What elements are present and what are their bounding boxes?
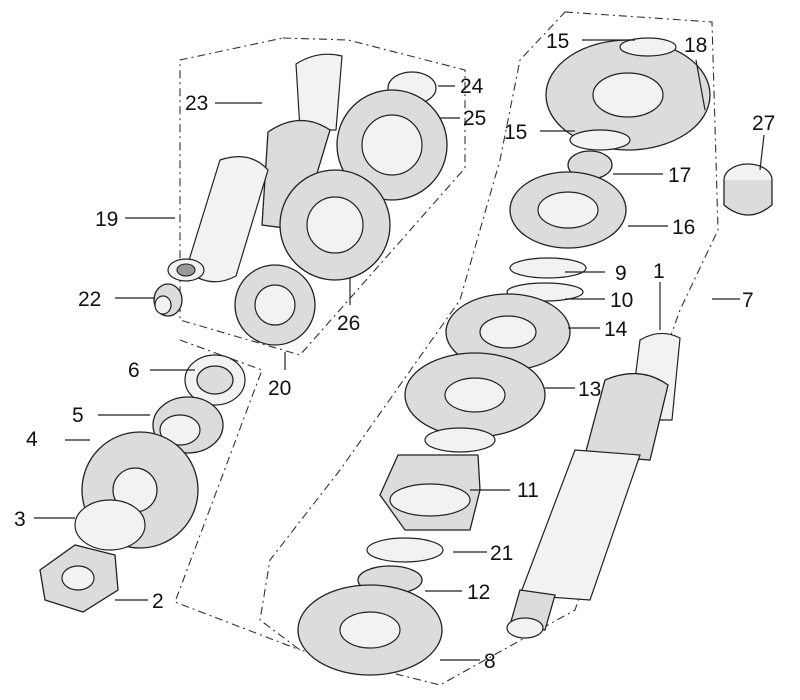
label-part-11: 11 — [517, 479, 539, 502]
washer-6 — [184, 354, 246, 406]
label-part-22: 22 — [78, 288, 101, 311]
label-part-24: 24 — [460, 75, 484, 98]
label-part-15-top: 15 — [546, 30, 569, 53]
label-part-25: 25 — [463, 107, 486, 130]
label-part-26: 26 — [337, 312, 360, 335]
label-part-20: 20 — [268, 377, 291, 400]
needle-bearing-22 — [153, 283, 183, 317]
label-part-15-lower: 15 — [504, 121, 527, 144]
label-part-8: 8 — [484, 650, 496, 673]
mainshaft-1 — [506, 332, 681, 639]
label-part-7: 7 — [742, 289, 754, 312]
washer-lower — [424, 427, 496, 453]
bearing-5 — [152, 396, 224, 454]
gear-18 — [545, 39, 711, 151]
countershaft-23 — [167, 53, 343, 283]
gear-26 — [279, 169, 391, 281]
gear-20 — [234, 264, 316, 346]
gear-16 — [509, 171, 627, 249]
label-part-21: 21 — [490, 542, 513, 565]
label-part-27: 27 — [752, 112, 775, 135]
label-part-9: 9 — [615, 262, 627, 285]
label-part-18: 18 — [684, 34, 707, 57]
label-part-4: 4 — [26, 428, 38, 451]
washer-9 — [509, 257, 587, 279]
gear-25 — [336, 89, 448, 201]
label-part-1: 1 — [653, 260, 665, 283]
gear-13 — [404, 352, 546, 438]
nut-2 — [39, 544, 119, 613]
lock-washer-3 — [74, 499, 146, 551]
label-part-3: 3 — [14, 508, 26, 531]
label-part-5: 5 — [72, 404, 84, 427]
countershaft-group-outline — [179, 37, 466, 356]
label-part-13: 13 — [578, 378, 601, 401]
label-part-6: 6 — [128, 359, 140, 382]
gear-11 — [379, 454, 481, 531]
label-part-10: 10 — [610, 289, 633, 312]
gear-14 — [445, 293, 571, 371]
washer-21 — [366, 537, 444, 563]
label-part-17: 17 — [668, 164, 691, 187]
label-part-12: 12 — [467, 581, 490, 604]
label-part-16: 16 — [672, 216, 695, 239]
gear-8 — [297, 584, 443, 676]
label-part-19: 19 — [95, 208, 118, 231]
washer-15-lower — [569, 129, 631, 151]
label-part-23: 23 — [185, 92, 208, 115]
label-part-14: 14 — [604, 318, 628, 341]
mainshaft-group-outline — [259, 11, 719, 686]
bushing-27 — [723, 163, 773, 216]
label-part-2: 2 — [152, 590, 164, 613]
washer-15-top — [619, 37, 677, 57]
